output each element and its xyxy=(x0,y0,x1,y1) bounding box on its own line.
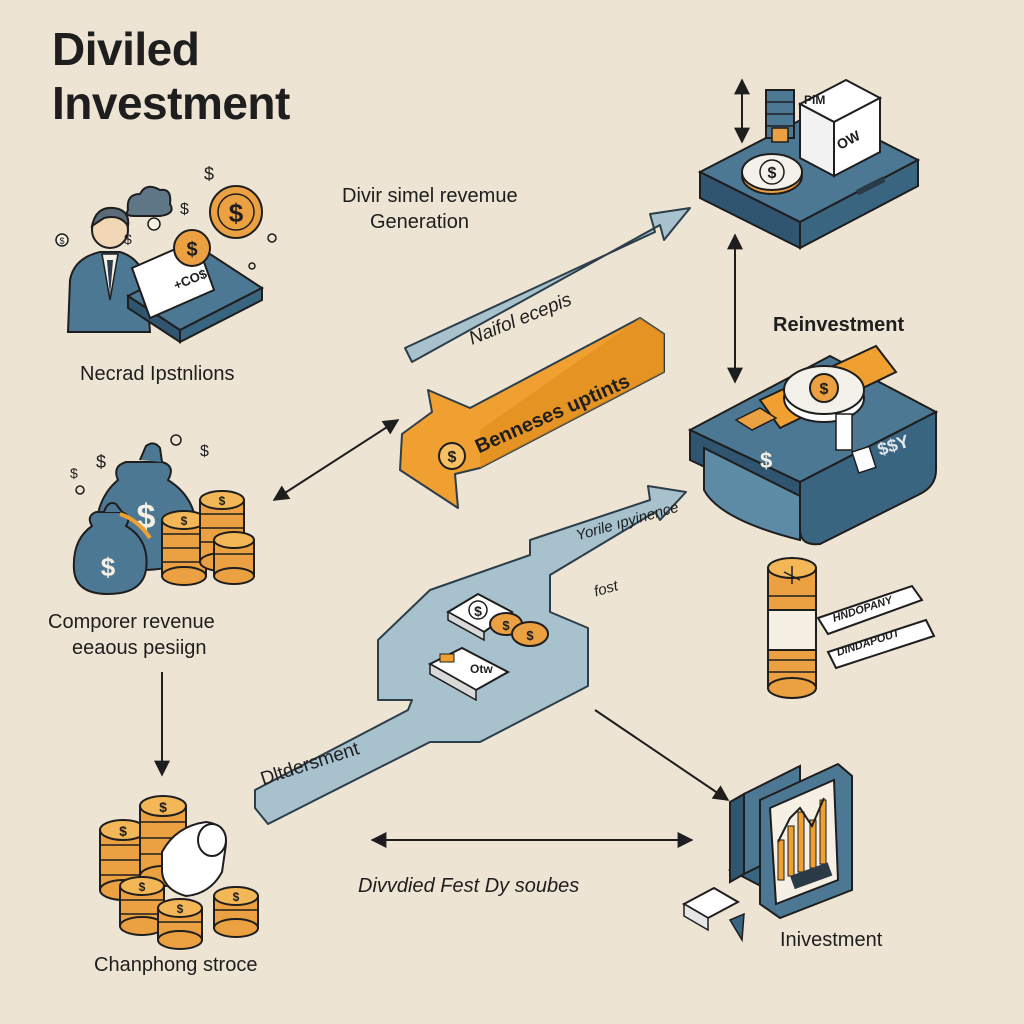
svg-text:$: $ xyxy=(96,452,106,472)
page-title-text: Diviled Investment xyxy=(52,23,290,129)
server-box-illustration: $ PiM OW xyxy=(697,78,921,250)
svg-text:$: $ xyxy=(186,239,197,261)
label-necrad: Necrad Ipstnlions xyxy=(80,363,235,385)
svg-text:$: $ xyxy=(526,628,534,643)
svg-text:$: $ xyxy=(139,880,146,894)
arrow-to-chart xyxy=(594,709,730,801)
coin-column-illustration: HNDOPANY DINDAPOUT xyxy=(767,557,936,699)
coin-stacks-illustration: $ $ $ $ xyxy=(99,795,259,950)
svg-text:$: $ xyxy=(502,618,510,633)
svg-text:$: $ xyxy=(233,890,240,904)
label-chanphong: Chanphong stroce xyxy=(94,954,258,976)
svg-text:$: $ xyxy=(204,164,214,184)
svg-text:$: $ xyxy=(159,799,167,815)
label-inivestment: Inivestment xyxy=(780,929,883,951)
reinvestment-machine-illustration: $$Y $ $ xyxy=(687,344,939,546)
svg-text:$: $ xyxy=(474,603,482,619)
svg-text:$: $ xyxy=(229,198,244,228)
chart-board-illustration xyxy=(681,762,853,943)
label-revenue-line2: Generation xyxy=(370,211,469,233)
box-mark-text: PiM xyxy=(804,93,825,107)
svg-text:$: $ xyxy=(101,552,116,582)
label-reinvestment: Reinvestment xyxy=(773,314,905,336)
orange-arrow: $ xyxy=(399,317,665,509)
money-bags-illustration: $ $ $ $ $ $ xyxy=(70,434,255,596)
svg-text:$: $ xyxy=(70,465,78,481)
svg-text:$: $ xyxy=(760,448,772,473)
label-dividied: Divvdied Fest Dy soubes xyxy=(358,875,580,897)
svg-text:$: $ xyxy=(200,443,209,460)
svg-text:$: $ xyxy=(59,236,64,246)
page-title: Diviled Investment xyxy=(52,22,352,130)
businessman-illustration: +CO$ $ $ $ $ $ $ xyxy=(55,164,277,344)
svg-text:$: $ xyxy=(448,449,457,466)
arrow-left-to-orange xyxy=(272,419,400,501)
label-revenue-line1: Divir simel revemue xyxy=(342,185,518,207)
svg-text:$: $ xyxy=(180,201,189,218)
label-compound-line1: Comporer revenue xyxy=(48,611,215,633)
bill-text: Otw xyxy=(470,662,493,676)
svg-text:$: $ xyxy=(181,514,188,528)
bills-on-path: $ $ $ Otw xyxy=(427,592,549,702)
label-compound-line2: eeaous pesiign xyxy=(72,637,207,659)
blue-arrow-top xyxy=(404,207,691,363)
svg-text:$: $ xyxy=(119,823,127,839)
svg-text:$: $ xyxy=(177,902,184,916)
svg-text:$: $ xyxy=(768,165,777,182)
svg-text:$: $ xyxy=(219,494,226,508)
svg-text:$: $ xyxy=(124,231,132,247)
svg-text:$: $ xyxy=(820,381,829,398)
